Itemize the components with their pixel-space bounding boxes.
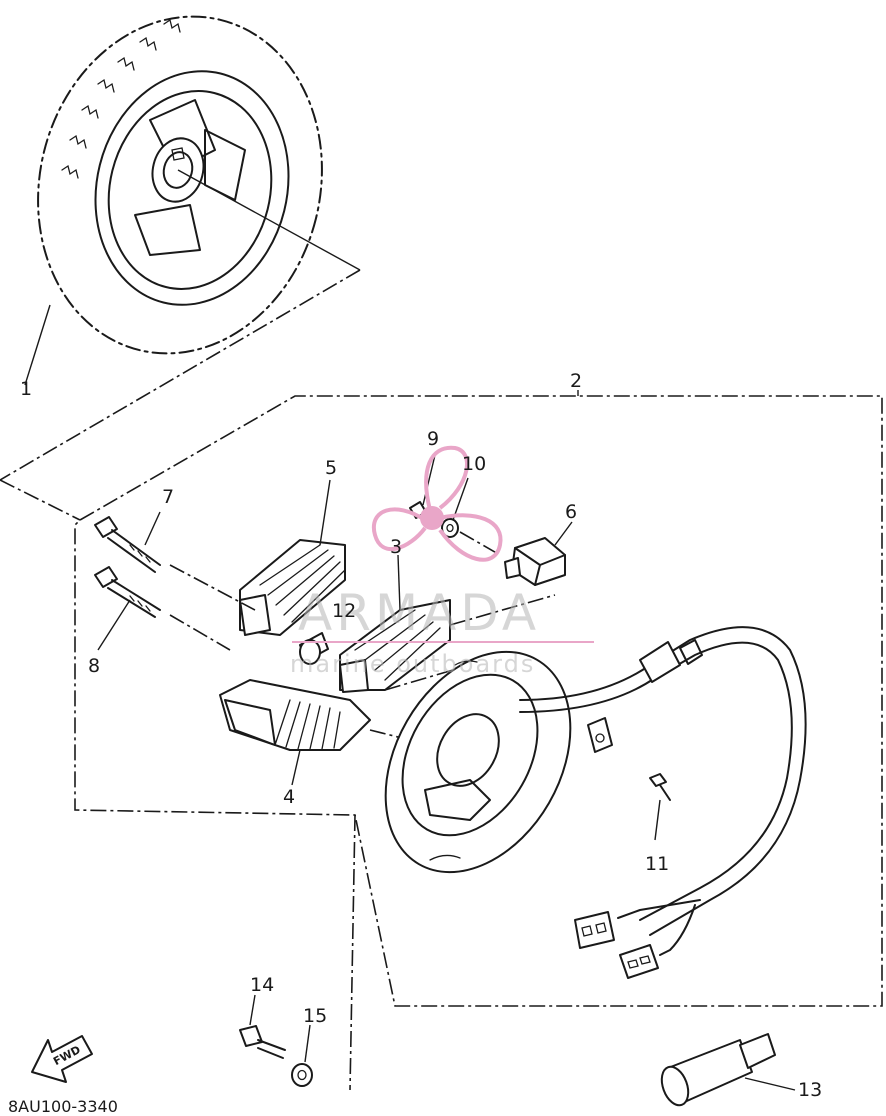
wire-harness[interactable] (519, 626, 807, 979)
callout-3: 3 (390, 536, 402, 558)
callout-14: 14 (250, 974, 274, 996)
pulser-coil-6[interactable] (504, 521, 573, 586)
coil-5[interactable] (239, 479, 346, 636)
watermark-brand: ARMADA (298, 584, 540, 642)
callout-11: 11 (645, 853, 669, 875)
bolt-14[interactable] (239, 994, 286, 1059)
propeller-logo-icon (371, 445, 503, 562)
callout-9: 9 (427, 428, 439, 450)
callout-10: 10 (462, 453, 486, 475)
washer-10[interactable] (441, 477, 469, 538)
flywheel-rotor[interactable] (3, 0, 361, 386)
spacer-12[interactable] (299, 632, 329, 665)
callout-5: 5 (325, 457, 337, 479)
stator-assembly-outline (74, 390, 883, 1091)
callout-6: 6 (565, 501, 577, 523)
callout-12: 12 (332, 600, 356, 622)
callout-2: 2 (570, 370, 582, 392)
callout-1: 1 (20, 378, 32, 400)
callout-7: 7 (162, 486, 174, 508)
coil-4[interactable] (219, 679, 371, 786)
diagram-code: 8AU100-3340 (8, 1097, 118, 1116)
flywheel-tool-13[interactable] (657, 1033, 796, 1109)
callout-13: 13 (798, 1079, 822, 1101)
screw-11[interactable] (649, 773, 671, 841)
washer-15[interactable] (291, 1024, 313, 1087)
callout-4: 4 (283, 786, 295, 808)
bolt-8[interactable] (94, 566, 161, 651)
coil-3[interactable] (339, 554, 451, 693)
watermark-tagline: marine outboards (290, 650, 535, 678)
callout-15: 15 (303, 1005, 327, 1027)
stator-base-plate[interactable] (348, 619, 608, 905)
fwd-arrow-icon: FWD (31, 1035, 93, 1083)
armada-watermark: ARMADA marine outboards (290, 445, 594, 678)
callout-8: 8 (88, 655, 100, 677)
bolt-7[interactable] (94, 511, 161, 573)
